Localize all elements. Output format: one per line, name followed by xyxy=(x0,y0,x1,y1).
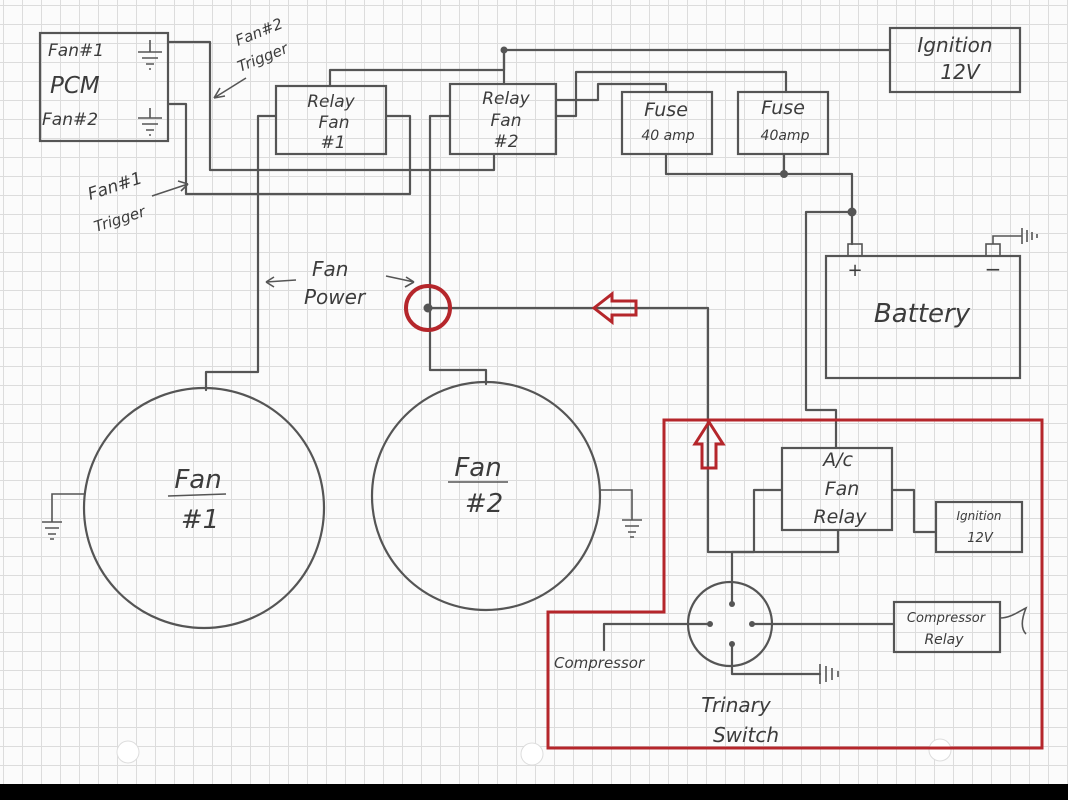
ignition-small-line1: Ignition xyxy=(956,509,1001,523)
fan-power-line1: Fan xyxy=(312,257,348,281)
arrow-icon xyxy=(213,77,247,99)
ac-section-outline xyxy=(546,418,1044,750)
ignition-small-line2: 12V xyxy=(967,531,994,546)
fan-power-wiring xyxy=(204,114,784,554)
relay2-line2: Fan xyxy=(491,111,522,131)
fan1-ground-icon xyxy=(42,493,84,540)
fan1-line1: Fan xyxy=(174,465,221,495)
trinary-switch: Trinary Switch xyxy=(686,580,779,747)
battery-ground-icon xyxy=(992,228,1038,244)
fan2-ground-icon xyxy=(600,489,642,538)
ignition-top-line2: 12V xyxy=(940,60,980,84)
battery-positive-terminal xyxy=(847,243,863,257)
fan-2: Fan #2 xyxy=(370,380,642,612)
battery-negative-terminal xyxy=(985,243,1001,257)
fuse1-line1: Fuse xyxy=(644,99,688,121)
highlighted-junction xyxy=(404,284,452,332)
ignition-12v-small: Ignition 12V xyxy=(934,500,1024,554)
fan1-trigger-annotation: Fan#1 Trigger xyxy=(85,168,189,236)
arrow-icon xyxy=(151,180,189,197)
red-arrow-left-icon xyxy=(591,290,638,326)
trinary-ground-icon xyxy=(819,664,839,684)
fuse-40-amp-1: Fuse 40 amp xyxy=(620,90,714,156)
compressor-relay: Compressor Relay xyxy=(892,600,1028,654)
arrow-left-icon xyxy=(265,276,297,288)
fan-power-annotation: Fan Power xyxy=(265,257,415,309)
fan-power-line2: Power xyxy=(304,285,367,309)
ignition-top-line1: Ignition xyxy=(917,33,992,57)
fan2-line1: Fan xyxy=(454,453,501,483)
binder-hole-left xyxy=(116,740,140,764)
battery-label: Battery xyxy=(874,299,971,329)
pcm-ground-icon-1 xyxy=(138,40,162,70)
compressor-relay-line2: Relay xyxy=(924,632,964,648)
red-arrow-up-icon xyxy=(692,419,726,470)
fan1-trigger-line2: Trigger xyxy=(92,202,149,236)
relay-fan-2: Relay Fan #2 xyxy=(448,82,558,156)
binder-hole-right xyxy=(928,738,952,762)
fuse2-line2: 40amp xyxy=(761,128,810,144)
fuse-40-amp-2: Fuse 40amp xyxy=(736,90,830,156)
relay1-line3: #1 xyxy=(320,133,345,153)
battery-plus-sign: + xyxy=(847,260,862,281)
trinary-line2: Switch xyxy=(713,723,779,747)
binder-hole-middle xyxy=(520,742,544,766)
pcm-fan1-label: Fan#1 xyxy=(48,41,104,61)
fuse2-line1: Fuse xyxy=(761,97,805,119)
relay1-line2: Fan xyxy=(319,113,350,133)
ignition-12v-top: Ignition 12V xyxy=(888,26,1022,94)
ac-relay-line3: Relay xyxy=(813,506,867,528)
fan2-line2: #2 xyxy=(465,489,503,519)
top-wiring xyxy=(166,40,892,450)
fan-1: Fan #1 xyxy=(42,386,326,630)
ac-relay-line2: Fan xyxy=(825,478,860,500)
ac-wiring xyxy=(602,488,938,684)
relay2-line3: #2 xyxy=(493,132,518,152)
fan1-trigger-line1: Fan#1 xyxy=(85,168,144,204)
trinary-line1: Trinary xyxy=(701,693,772,717)
fuse1-line2: 40 amp xyxy=(641,128,694,144)
relay2-line1: Relay xyxy=(482,89,530,109)
compressor-relay-line1: Compressor xyxy=(907,611,987,626)
arrow-right-icon xyxy=(385,275,415,288)
pcm-ground-icon-2 xyxy=(138,108,162,136)
wire-end-icon xyxy=(999,606,1028,635)
pcm-title: PCM xyxy=(50,73,100,99)
pcm-fan2-label: Fan#2 xyxy=(42,110,98,130)
compressor-label: Compressor xyxy=(554,654,645,672)
relay1-line1: Relay xyxy=(307,92,355,112)
relay-fan-1: Relay Fan #1 xyxy=(274,84,388,156)
ac-relay-line1: A/c xyxy=(821,449,853,471)
ac-fan-relay: A/c Fan Relay xyxy=(780,446,894,532)
battery-minus-sign: − xyxy=(985,257,1002,281)
battery: Battery + − xyxy=(824,228,1038,380)
fan1-line2: #1 xyxy=(181,505,219,535)
pcm-module: Fan#1 PCM Fan#2 xyxy=(38,31,170,143)
